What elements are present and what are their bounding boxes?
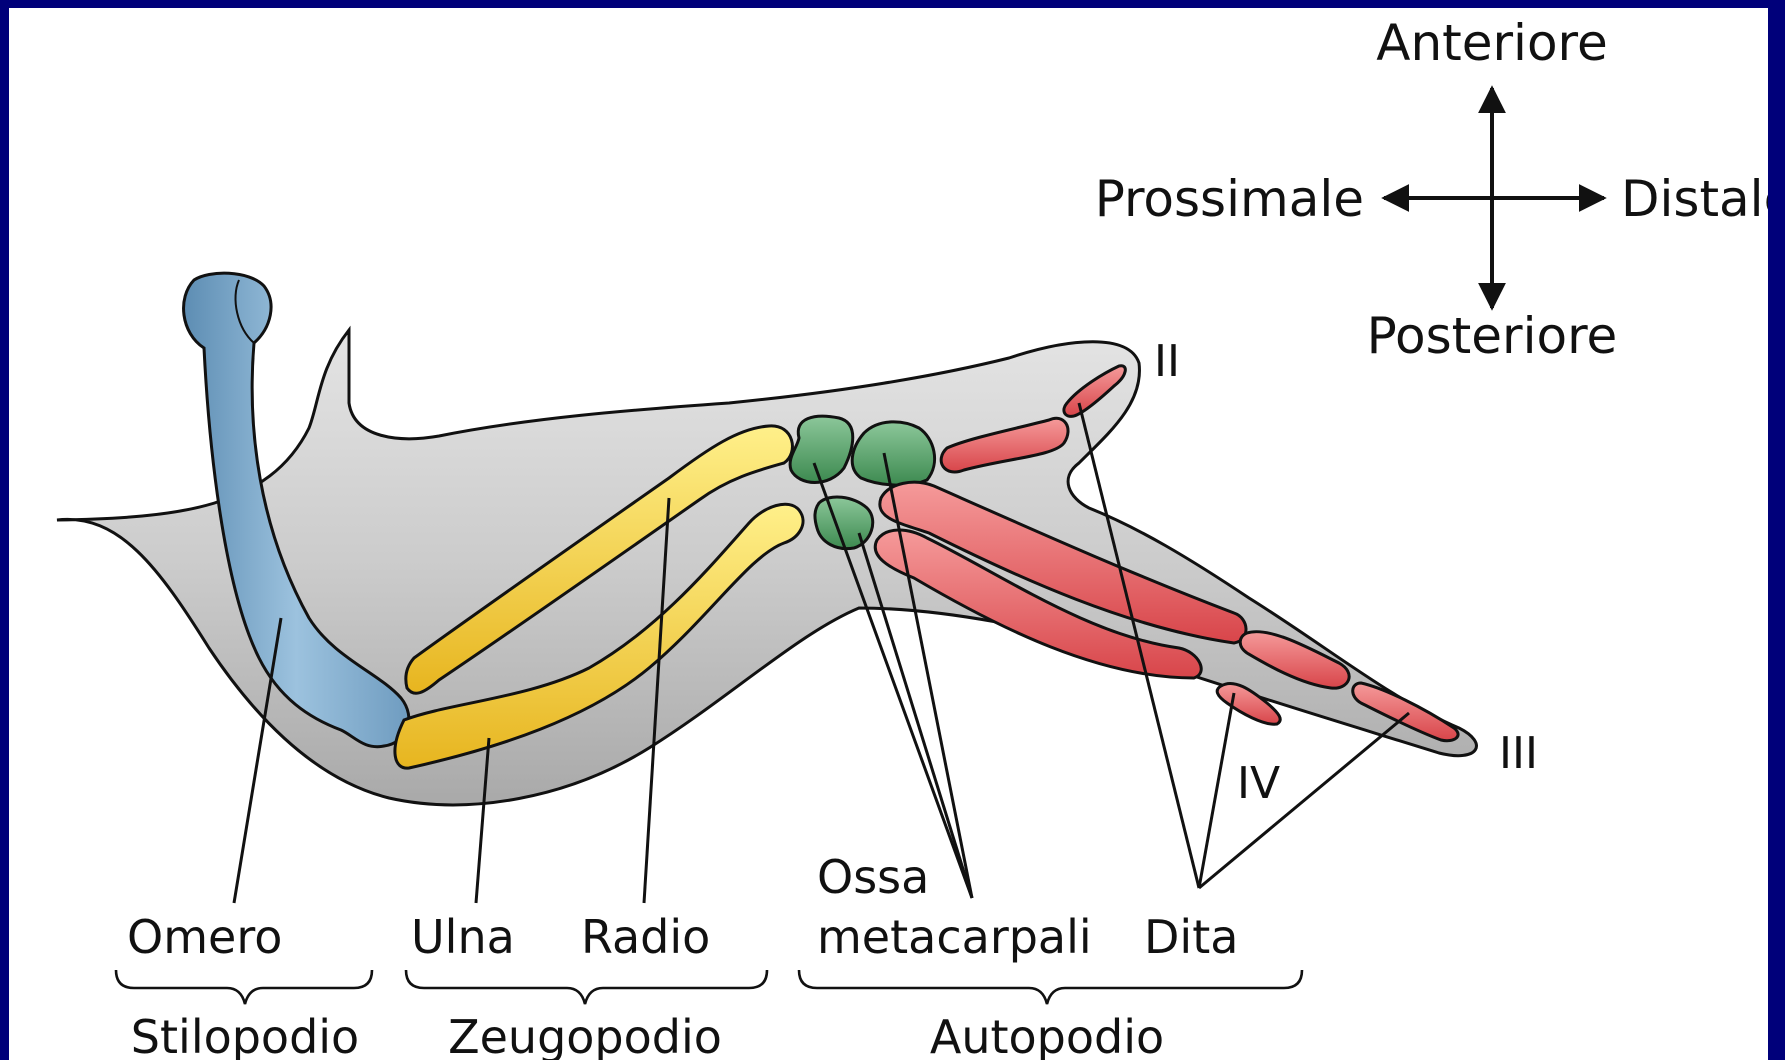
label-ossa: Ossa xyxy=(817,850,929,904)
label-digit-ii: II xyxy=(1154,336,1180,387)
carpal-2 xyxy=(852,422,934,485)
label-autopodio: Autopodio xyxy=(930,1010,1164,1060)
label-anteriore: Anteriore xyxy=(1376,14,1608,72)
label-distale: Distale xyxy=(1621,170,1768,228)
leader-dita-iv xyxy=(1199,693,1234,888)
label-zeugopodio: Zeugopodio xyxy=(448,1010,722,1060)
diagram-frame: Anteriore Prossimale Distale Posteriore … xyxy=(9,8,1768,1060)
label-digit-iv: IV xyxy=(1237,758,1280,809)
label-dita: Dita xyxy=(1144,910,1238,964)
label-stilopodio: Stilopodio xyxy=(131,1010,359,1060)
limb-diagram: Anteriore Prossimale Distale Posteriore … xyxy=(9,8,1768,1060)
label-radio: Radio xyxy=(581,910,710,964)
brace-zeugopodio xyxy=(406,970,767,1004)
brace-autopodio xyxy=(799,970,1302,1004)
brace-stilopodio xyxy=(116,970,372,1004)
label-ulna: Ulna xyxy=(411,910,515,964)
label-omero: Omero xyxy=(127,910,282,964)
label-digit-iii: III xyxy=(1499,728,1538,779)
orientation-compass xyxy=(1384,88,1604,308)
label-prossimale: Prossimale xyxy=(1095,170,1364,228)
label-posteriore: Posteriore xyxy=(1367,307,1618,365)
label-metacarpali: metacarpali xyxy=(817,910,1092,964)
leader-dita-iii xyxy=(1199,713,1409,888)
